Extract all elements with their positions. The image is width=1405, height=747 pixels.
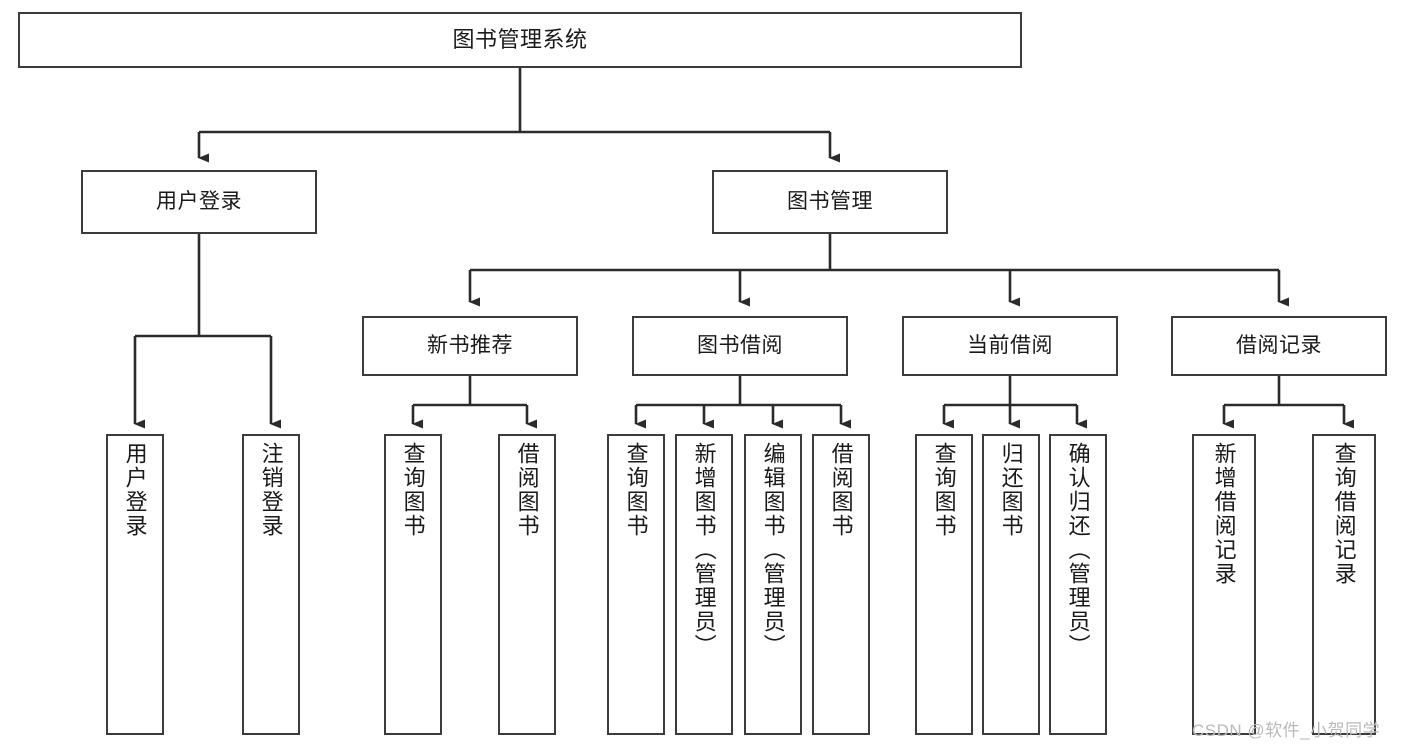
node-leaf-query-borrow-record-label: 查询借阅记录	[1331, 442, 1357, 586]
node-leaf-return-book-label: 归还图书	[998, 442, 1024, 538]
node-current-borrow-label: 当前借阅	[967, 333, 1053, 357]
node-new-book-recommend-label: 新书推荐	[427, 333, 513, 357]
node-leaf-query-book-2-label: 查询图书	[623, 442, 649, 538]
node-book-borrow[interactable]: 图书借阅	[632, 316, 848, 376]
node-book-manage[interactable]: 图书管理	[712, 170, 948, 234]
node-leaf-add-book-admin[interactable]: 新增图书（管理员）	[675, 434, 733, 735]
node-leaf-borrow-book-2-label: 借阅图书	[828, 442, 854, 538]
node-leaf-user-login-label: 用户登录	[122, 442, 148, 538]
node-leaf-confirm-return-admin-label: 确认归还（管理员）	[1065, 442, 1091, 658]
node-leaf-borrow-book-2[interactable]: 借阅图书	[812, 434, 870, 735]
node-root[interactable]: 图书管理系统	[18, 12, 1022, 68]
node-leaf-edit-book-admin-label: 编辑图书（管理员）	[760, 442, 786, 658]
node-leaf-confirm-return-admin[interactable]: 确认归还（管理员）	[1049, 434, 1107, 735]
node-user-login-label: 用户登录	[156, 189, 242, 213]
node-book-borrow-label: 图书借阅	[697, 333, 783, 357]
node-leaf-query-book-3-label: 查询图书	[931, 442, 957, 538]
node-leaf-add-borrow-record-label: 新增借阅记录	[1211, 442, 1237, 586]
node-leaf-user-login[interactable]: 用户登录	[106, 434, 164, 735]
node-leaf-edit-book-admin[interactable]: 编辑图书（管理员）	[744, 434, 802, 735]
node-book-manage-label: 图书管理	[787, 189, 873, 213]
node-new-book-recommend[interactable]: 新书推荐	[362, 316, 578, 376]
node-user-login[interactable]: 用户登录	[81, 170, 317, 234]
node-leaf-query-book-3[interactable]: 查询图书	[915, 434, 973, 735]
node-leaf-borrow-book-1-label: 借阅图书	[514, 442, 540, 538]
node-borrow-record[interactable]: 借阅记录	[1171, 316, 1387, 376]
node-borrow-record-label: 借阅记录	[1236, 333, 1322, 357]
node-leaf-add-borrow-record[interactable]: 新增借阅记录	[1192, 434, 1256, 735]
node-root-label: 图书管理系统	[452, 27, 588, 53]
node-leaf-logout-login-label: 注销登录	[258, 442, 284, 538]
node-leaf-logout-login[interactable]: 注销登录	[242, 434, 300, 735]
node-leaf-query-book-1[interactable]: 查询图书	[384, 434, 442, 735]
node-current-borrow[interactable]: 当前借阅	[902, 316, 1118, 376]
node-leaf-query-book-1-label: 查询图书	[400, 442, 426, 538]
node-leaf-add-book-admin-label: 新增图书（管理员）	[691, 442, 717, 658]
node-leaf-query-book-2[interactable]: 查询图书	[607, 434, 665, 735]
node-leaf-borrow-book-1[interactable]: 借阅图书	[498, 434, 556, 735]
node-leaf-return-book[interactable]: 归还图书	[982, 434, 1040, 735]
csdn-watermark: CSDN @软件_小贺同学	[1192, 721, 1381, 740]
node-leaf-query-borrow-record[interactable]: 查询借阅记录	[1312, 434, 1376, 735]
